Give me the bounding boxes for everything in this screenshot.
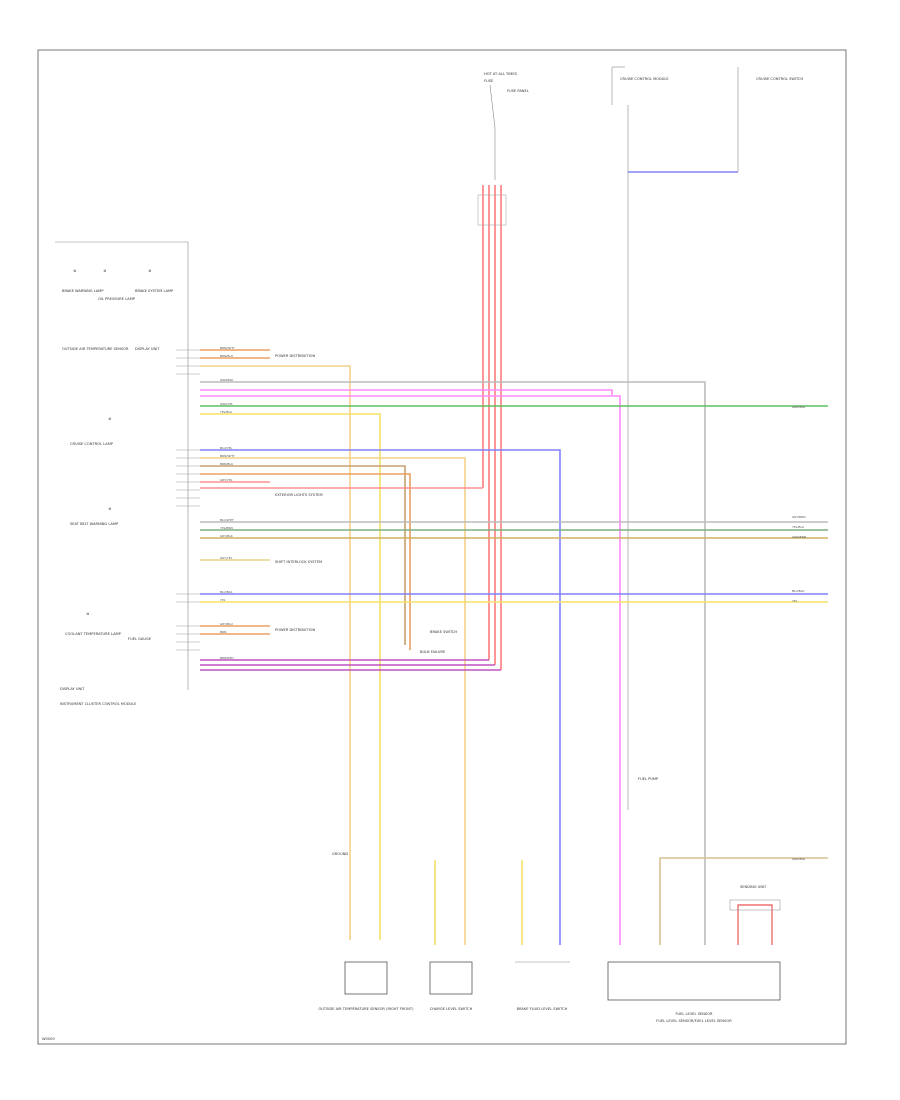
right-label-2: GRY/BRN bbox=[792, 515, 805, 519]
coolant-lamp-label: COOLANT TEMPERATURE LAMP bbox=[65, 632, 122, 636]
coolant-lamp-icon: ⊗ bbox=[86, 612, 89, 616]
comp-outside-temp bbox=[344, 961, 388, 995]
ref-exterior-lights: EXTERIOR LIGHTS SYSTEM bbox=[275, 493, 323, 497]
wire-10 bbox=[200, 465, 406, 645]
wire-label-14: BLU/BLK bbox=[220, 590, 234, 594]
wire-labels: BRN/WHT BRN/BLU GRN/BLK GRN/YEL YEL/BLK … bbox=[220, 346, 235, 660]
wire-label-8: BRN/BLU bbox=[220, 462, 233, 466]
wire-label-10: BLU/WHT bbox=[220, 518, 234, 522]
comp5-label: FUEL LEVEL SENSOR/FUEL LEVEL SENSOR bbox=[656, 1019, 732, 1023]
lamp1-label: BRAKE WARNING LAMP bbox=[62, 289, 104, 293]
wire-label-5: YEL/BLK bbox=[220, 410, 233, 414]
comp3-label: BRAKE FLUID LEVEL SWITCH bbox=[517, 1007, 568, 1011]
oil-lamp-icon: ⊗ bbox=[103, 269, 106, 273]
fuse-label: FUSE bbox=[484, 79, 494, 83]
cc-switch-label: CRUISE CONTROL SWITCH bbox=[756, 77, 803, 81]
references: POWER DISTRIBUTION EXTERIOR LIGHTS SYSTE… bbox=[275, 354, 457, 654]
brake-switch-label: BRAKE SWITCH bbox=[430, 630, 457, 634]
cc-module-label: CRUISE CONTROL MODULE bbox=[620, 77, 669, 81]
comp4-label: FUEL LEVEL SENSOR bbox=[675, 1012, 713, 1016]
wire-label-4: GRN/YEL bbox=[220, 402, 233, 406]
fuse-link bbox=[489, 84, 496, 129]
brake-sys-lamp-icon: ⊗ bbox=[148, 269, 151, 273]
ref-shift-interlock: SHIFT INTERLOCK SYSTEM bbox=[275, 560, 322, 564]
wire-9 bbox=[200, 457, 466, 945]
wire-label-6: BLU/YEL bbox=[220, 446, 233, 450]
wire-label-2: BRN/BLU bbox=[220, 354, 233, 358]
sending-unit-loop bbox=[737, 904, 773, 945]
wire-label-12: GRY/BLK bbox=[220, 534, 234, 538]
brake-lamp-icon: ⊗ bbox=[73, 269, 76, 273]
page-frame bbox=[37, 49, 847, 1045]
comp1-label: OUTSIDE AIR TEMPERATURE SENSOR (RIGHT FR… bbox=[318, 1007, 414, 1011]
right-label-3: YEL/BLK bbox=[792, 525, 805, 529]
wire-4 bbox=[200, 381, 706, 945]
wire-3 bbox=[200, 365, 351, 940]
wire-label-13: GRY/YEL bbox=[220, 556, 233, 560]
comp-charge-level bbox=[429, 961, 473, 995]
right-label-7: GRN/BLK bbox=[792, 857, 806, 861]
cc-lamp-label: CRUISE CONTROL LAMP bbox=[70, 442, 114, 446]
wire-label-7: BRN/WHT bbox=[220, 454, 235, 458]
cc-module-block: CRUISE CONTROL MODULE CRUISE CONTROL SWI… bbox=[611, 66, 803, 810]
wire-label-16: GRY/BLU bbox=[220, 622, 233, 626]
cluster-name-label: INSTRUMENT CLUSTER CONTROL MODULE bbox=[60, 702, 137, 706]
fuel-pump-label: FUEL PUMP bbox=[638, 777, 659, 781]
wire-7 bbox=[200, 413, 381, 940]
ref-power-dist-1: POWER DISTRIBUTION bbox=[275, 354, 315, 358]
cluster-pins bbox=[176, 349, 200, 651]
right-labels: GRN/BLK GRY/BRN YEL/BLK GRN/BRN BLU/BLK … bbox=[792, 405, 806, 861]
comp6-label: SENDING UNIT bbox=[740, 885, 767, 889]
wire-label-9: GRY/YEL bbox=[220, 478, 233, 482]
seatbelt-lamp-icon: ⊗ bbox=[108, 507, 111, 511]
sending-unit-box bbox=[729, 899, 781, 911]
right-label-5: BLU/BLK bbox=[792, 589, 806, 593]
outside-temp-label: OUTSIDE AIR TEMPERATURE SENSOR bbox=[62, 347, 129, 351]
right-label-4: GRN/BRN bbox=[792, 535, 806, 539]
seatbelt-lamp-label: SEAT BELT WARNING LAMP bbox=[70, 522, 119, 526]
wire-5 bbox=[200, 389, 613, 395]
wire-label-17: BRN bbox=[220, 630, 226, 634]
wire-8 bbox=[200, 449, 561, 945]
right-label-1: GRN/BLK bbox=[792, 405, 806, 409]
display-unit-label: DISPLAY UNIT bbox=[135, 347, 160, 351]
page-id: W0009 bbox=[42, 1037, 55, 1041]
wire-11 bbox=[200, 473, 411, 650]
fuse-bundle bbox=[477, 185, 507, 670]
fuse-panel-label: FUSE PANEL bbox=[507, 89, 529, 93]
wire-25 bbox=[659, 857, 828, 945]
ref-power-dist-2: POWER DISTRIBUTION bbox=[275, 628, 315, 632]
cc-lamp-icon: ⊗ bbox=[108, 417, 111, 421]
lamp3-label: BRAKE SYSTEM LAMP bbox=[135, 289, 174, 293]
comp-fuel-level bbox=[607, 961, 781, 1001]
wire-label-18: BRN/RED bbox=[220, 656, 234, 660]
connector-top bbox=[477, 194, 507, 226]
fuse-panel-block: HOT AT ALL TIMES FUSE FUSE PANEL bbox=[484, 72, 529, 180]
wires bbox=[200, 349, 828, 945]
wire-5b bbox=[200, 395, 621, 945]
display-unit-label-2: DISPLAY UNIT bbox=[60, 687, 85, 691]
wire-label-11: YEL/BRN bbox=[220, 526, 233, 530]
comp2-label: CHARGE LEVEL SWITCH bbox=[430, 1007, 473, 1011]
instrument-cluster: ⊗ ⊗ ⊗ BRAKE WARNING LAMP OIL PRESSURE LA… bbox=[55, 241, 189, 706]
fuel-gauge-label: FUEL GAUGE bbox=[128, 637, 152, 641]
ground-label: GROUND bbox=[332, 852, 348, 856]
hot-at-all-times-label: HOT AT ALL TIMES bbox=[484, 72, 518, 76]
lamp2-label: OIL PRESSURE LAMP bbox=[98, 297, 136, 301]
bottom-components: OUTSIDE AIR TEMPERATURE SENSOR (RIGHT FR… bbox=[318, 777, 781, 1023]
wire-label-3: GRN/BLK bbox=[220, 378, 234, 382]
right-label-6: YEL bbox=[792, 599, 798, 603]
wire-label-15: YEL bbox=[220, 598, 226, 602]
wire-label-1: BRN/WHT bbox=[220, 346, 235, 350]
bulb-failure-label: BULB FAILURE bbox=[420, 650, 446, 654]
